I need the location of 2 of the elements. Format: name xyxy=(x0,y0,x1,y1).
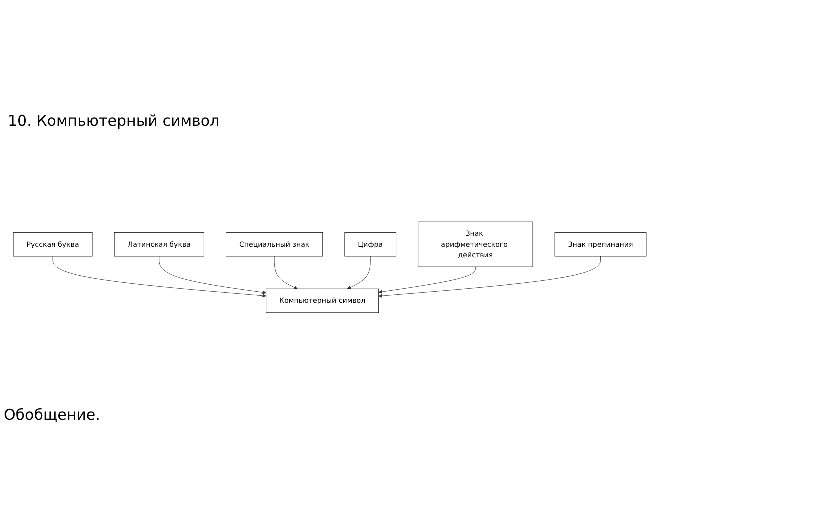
note-text: Обобщение. xyxy=(4,406,100,424)
heading: 10. Компьютерный символ xyxy=(8,112,220,130)
